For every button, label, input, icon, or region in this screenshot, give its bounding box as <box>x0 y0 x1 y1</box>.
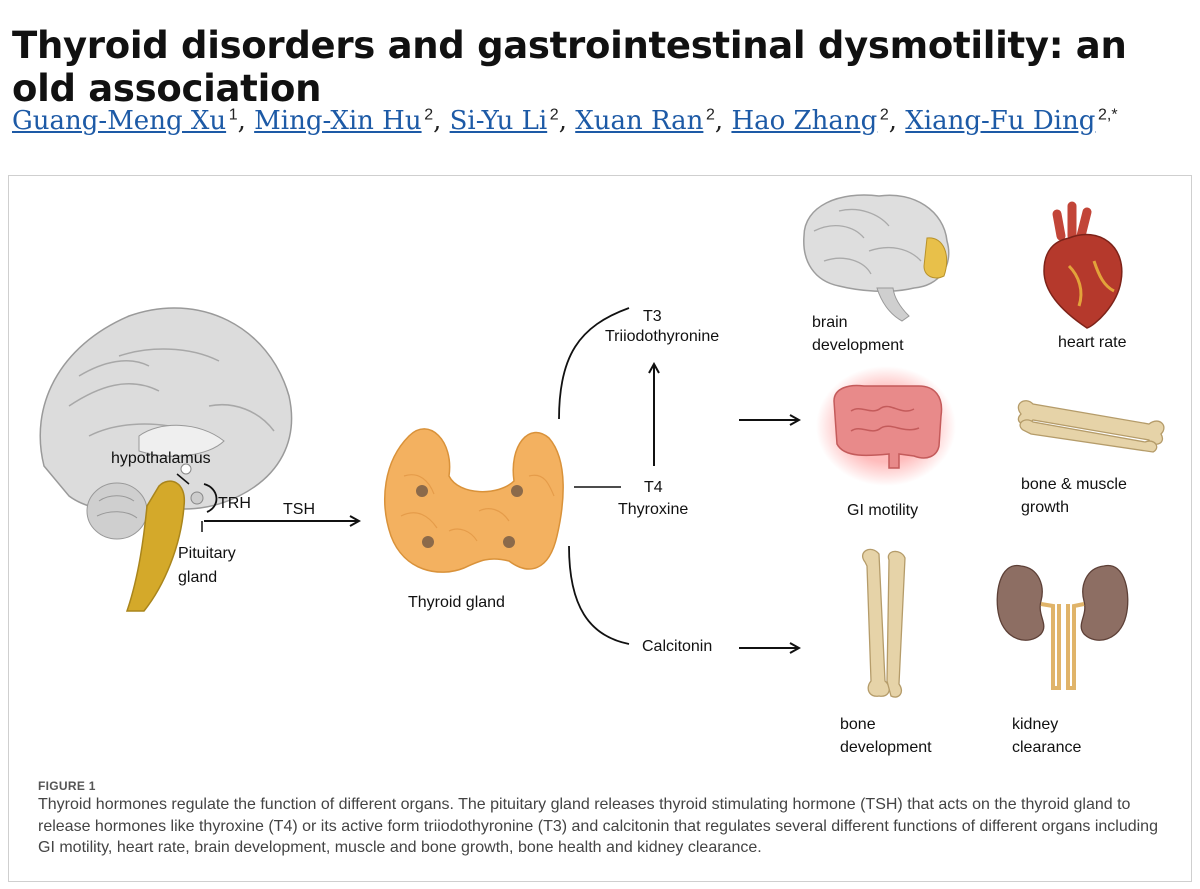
author-affiliation: 2 <box>424 106 434 124</box>
bone-development-icon <box>862 548 906 698</box>
thyroid-gland-label: Thyroid gland <box>408 594 505 611</box>
kidney-icon <box>996 565 1129 690</box>
tsh-label: TSH <box>283 501 315 518</box>
trh-label: TRH <box>218 495 251 512</box>
bone-muscle-label-line1: bone & muscle <box>1021 476 1127 493</box>
kidney-label-line2: clearance <box>1012 739 1081 756</box>
kidney-label-line1: kidney <box>1012 716 1058 733</box>
thyroid-gland-icon <box>384 428 564 573</box>
gi-tract-icon <box>816 366 956 486</box>
figure-label: FIGURE 1 <box>38 779 96 793</box>
bone-muscle-label-line2: growth <box>1021 499 1069 516</box>
hypothalamus-label: hypothalamus <box>111 450 211 467</box>
bone-muscle-icon <box>1017 400 1165 453</box>
brain-label-line1: brain <box>812 314 848 331</box>
pituitary-label-line2: gland <box>178 569 217 586</box>
author-link[interactable]: Guang-Meng Xu <box>12 106 227 136</box>
figure-diagram: hypothalamus TRH TSH Pituitary gland Thy… <box>39 194 1165 756</box>
t3-label: T3 <box>643 308 662 325</box>
author-list: Guang-Meng Xu 1, Ming-Xin Hu 2, Si-Yu Li… <box>12 106 1118 136</box>
figure-panel[interactable]: hypothalamus TRH TSH Pituitary gland Thy… <box>8 175 1192 882</box>
t3-name-label: Triiodothyronine <box>605 328 719 345</box>
sagittal-brain-icon <box>39 307 293 612</box>
author-link[interactable]: Si-Yu Li <box>449 106 548 136</box>
heart-icon <box>1043 201 1123 329</box>
t4-name-label: Thyroxine <box>618 501 688 518</box>
t3-curve <box>558 307 630 420</box>
author-link[interactable]: Ming-Xin Hu <box>254 106 422 136</box>
article-title: Thyroid disorders and gastrointestinal d… <box>12 24 1127 110</box>
author-link[interactable]: Xiang-Fu Ding <box>905 106 1096 136</box>
author-link[interactable]: Hao Zhang <box>731 106 878 136</box>
brain-label-line2: development <box>812 337 904 354</box>
figure-caption: Thyroid hormones regulate the function o… <box>38 796 1158 856</box>
calcitonin-label: Calcitonin <box>642 638 712 655</box>
heart-rate-label: heart rate <box>1058 334 1127 351</box>
t4-label: T4 <box>644 479 663 496</box>
bone-development-label-line2: development <box>840 739 932 756</box>
author-affiliation: 2 <box>879 106 889 124</box>
author-affiliation: 2 <box>706 106 715 124</box>
author-affiliation: 2 <box>549 106 559 124</box>
author-link[interactable]: Xuan Ran <box>575 106 704 136</box>
brain-icon <box>803 194 950 322</box>
gi-motility-label: GI motility <box>847 502 918 519</box>
author-affiliation: 2,* <box>1097 106 1118 124</box>
author-affiliation: 1 <box>228 106 238 124</box>
pituitary-label-line1: Pituitary <box>178 545 236 562</box>
bone-development-label-line1: bone <box>840 716 876 733</box>
calcitonin-curve <box>568 545 630 645</box>
